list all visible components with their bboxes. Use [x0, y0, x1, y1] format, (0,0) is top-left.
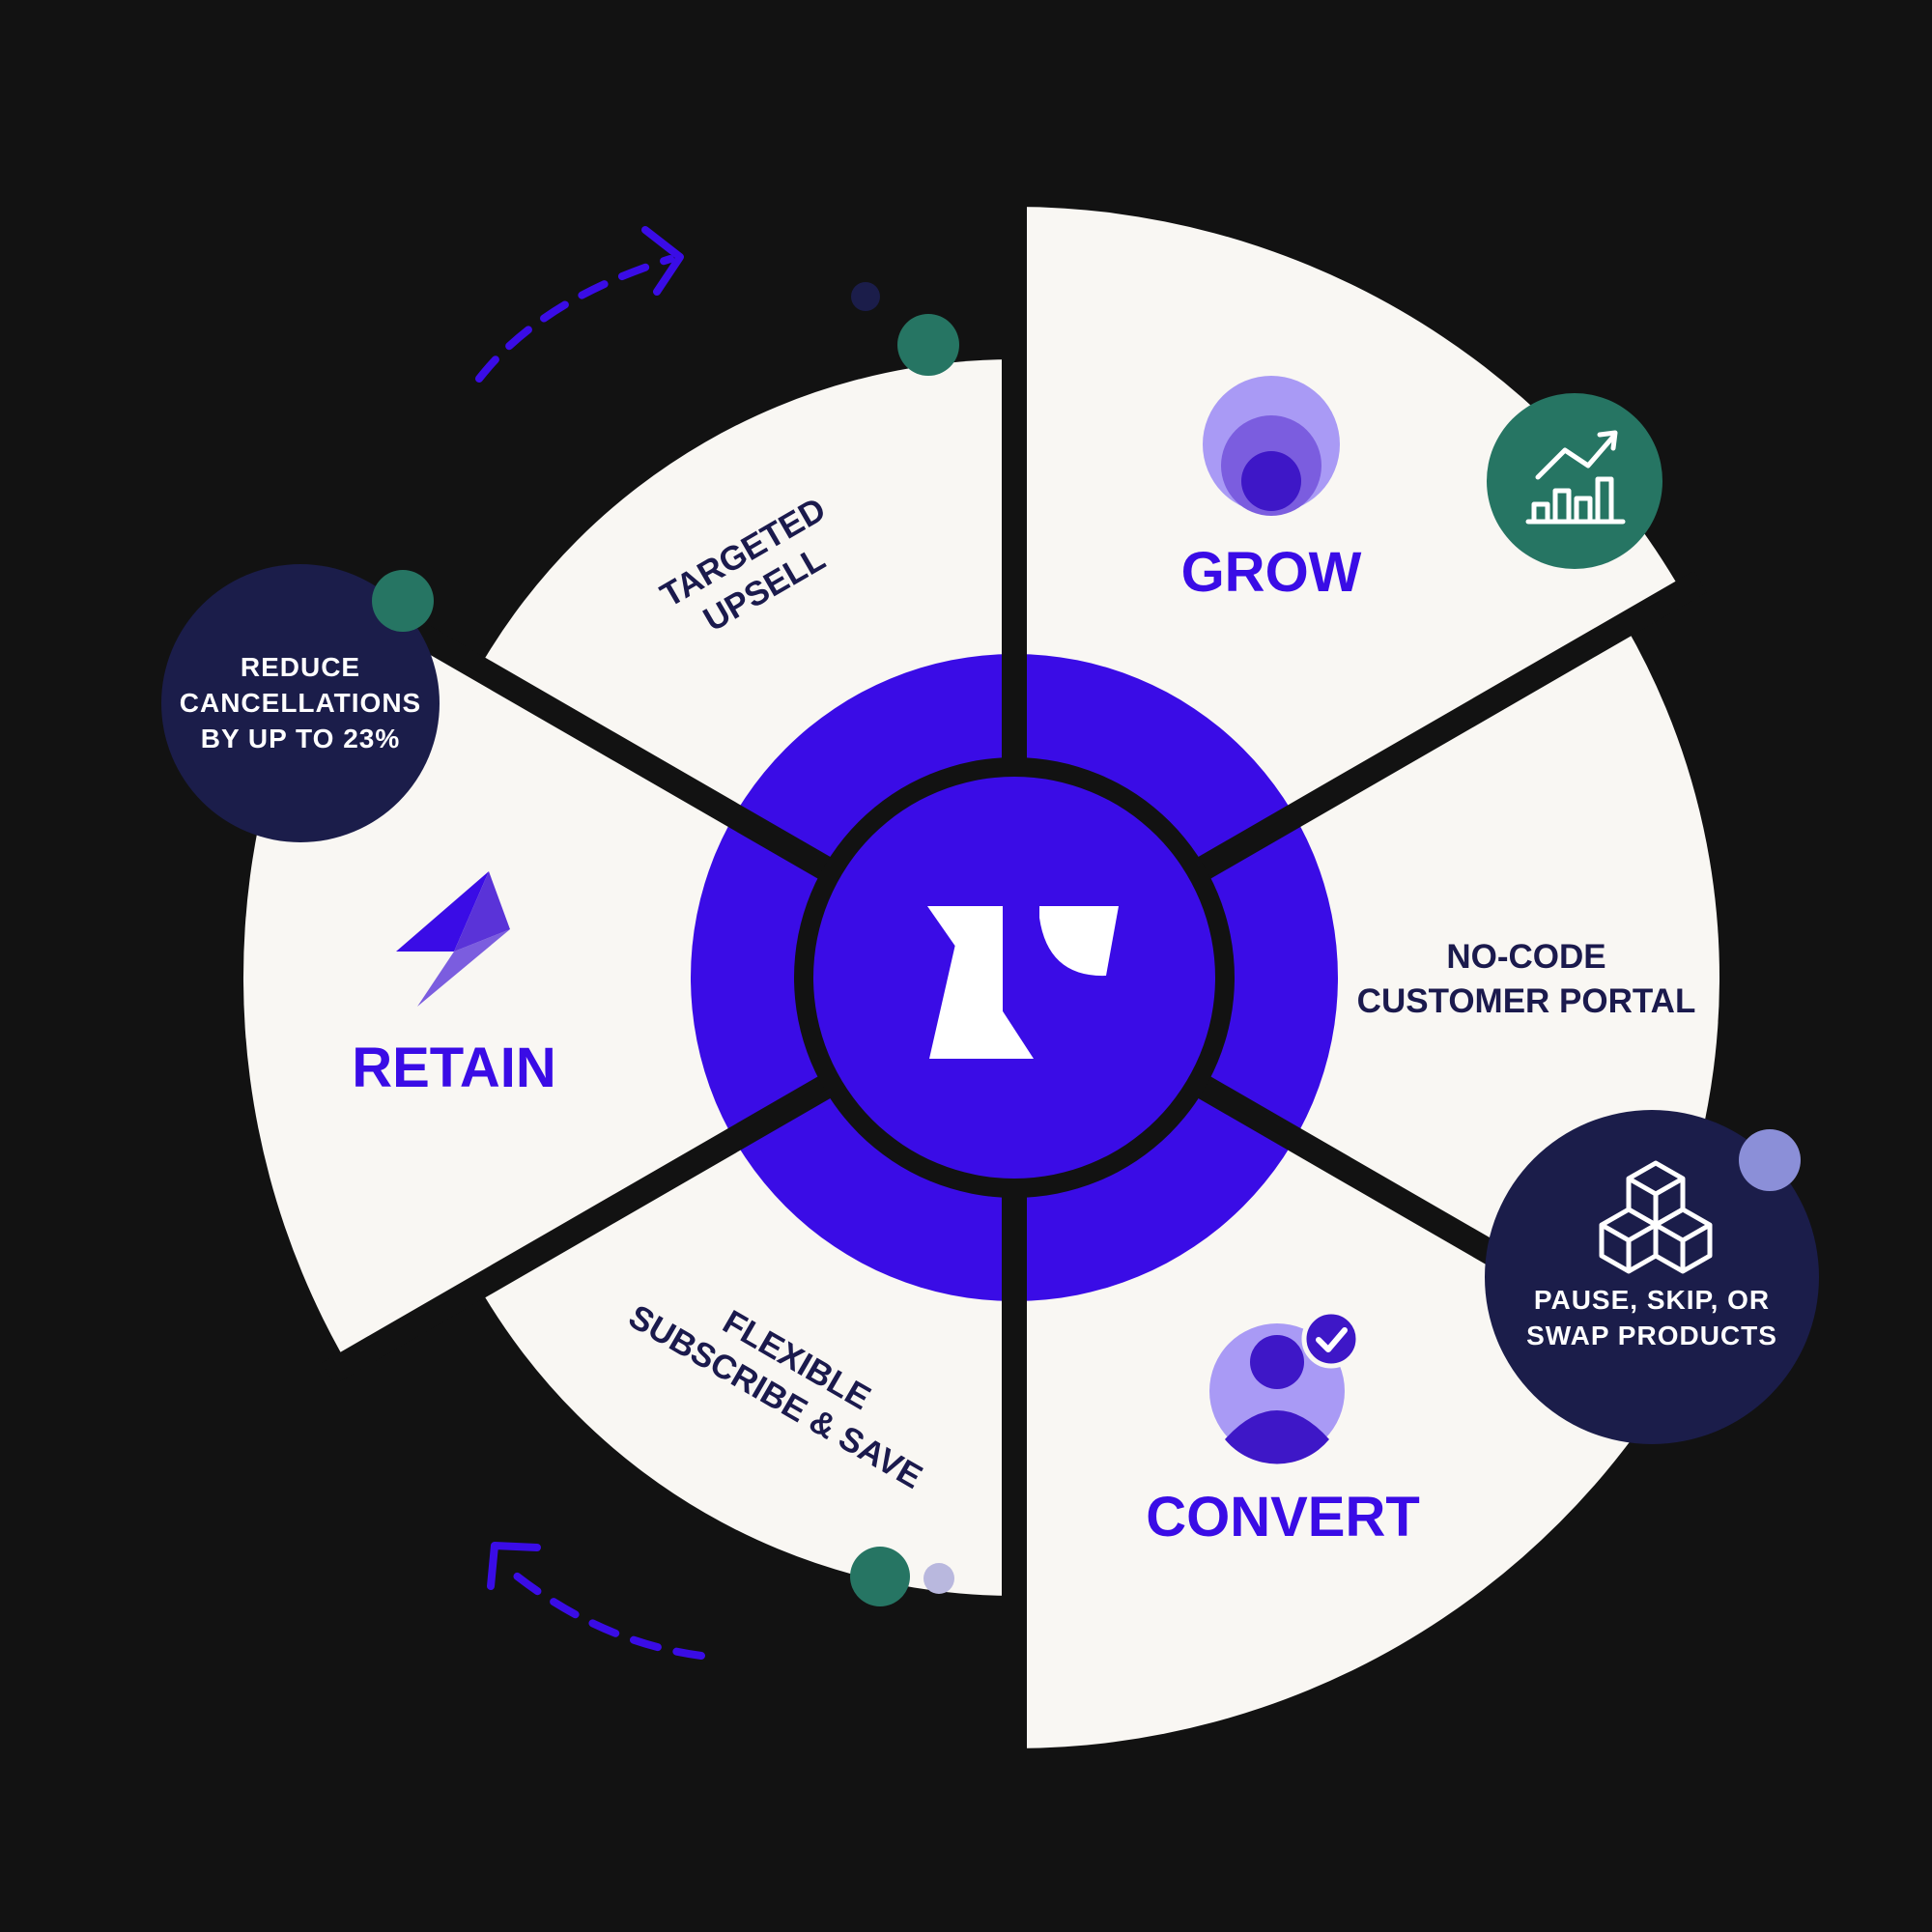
lavender-dot-bottom — [923, 1563, 954, 1594]
chart-growth-icon — [1525, 430, 1626, 525]
brand-logo-icon — [927, 906, 1119, 1059]
teal-dot-top — [897, 314, 959, 376]
lavender-dot — [1739, 1129, 1801, 1191]
person-circles-icon — [1203, 376, 1340, 516]
blue-ring — [322, 185, 1707, 1770]
lightning-bolt-icon — [396, 871, 510, 1007]
reduce-line1: REDUCE — [241, 652, 360, 682]
reduce-line2: CANCELLATIONS — [180, 688, 421, 718]
segment-retain — [242, 592, 1015, 1363]
reduce-line3: BY UP TO 23% — [201, 724, 401, 753]
portal-label-line1: NO-CODE — [1446, 938, 1605, 976]
pause-skip-swap-badge: PAUSE, SKIP, OR SWAP PRODUCTS — [1485, 1110, 1819, 1444]
convert-title: CONVERT — [1146, 1486, 1420, 1548]
pause-line2: SWAP PRODUCTS — [1526, 1321, 1777, 1350]
pause-line1: PAUSE, SKIP, OR — [1534, 1285, 1770, 1315]
center-disc — [813, 777, 1215, 1179]
portal-label-line2: CUSTOMER PORTAL — [1357, 982, 1696, 1020]
user-check-icon — [1209, 1309, 1361, 1464]
dashed-arrow-bottom — [487, 1542, 705, 1660]
boxes-icon — [1599, 1160, 1713, 1274]
navy-dot — [851, 282, 880, 311]
growth-chart-badge — [1487, 393, 1662, 569]
dashed-arrow-top — [475, 226, 684, 383]
reduce-cancellations-badge: REDUCE CANCELLATIONS BY UP TO 23% — [161, 564, 440, 842]
teal-dot — [372, 570, 434, 632]
grow-title: GROW — [1181, 541, 1362, 604]
retain-title: RETAIN — [352, 1037, 556, 1099]
teal-dot-bottom — [850, 1547, 910, 1606]
